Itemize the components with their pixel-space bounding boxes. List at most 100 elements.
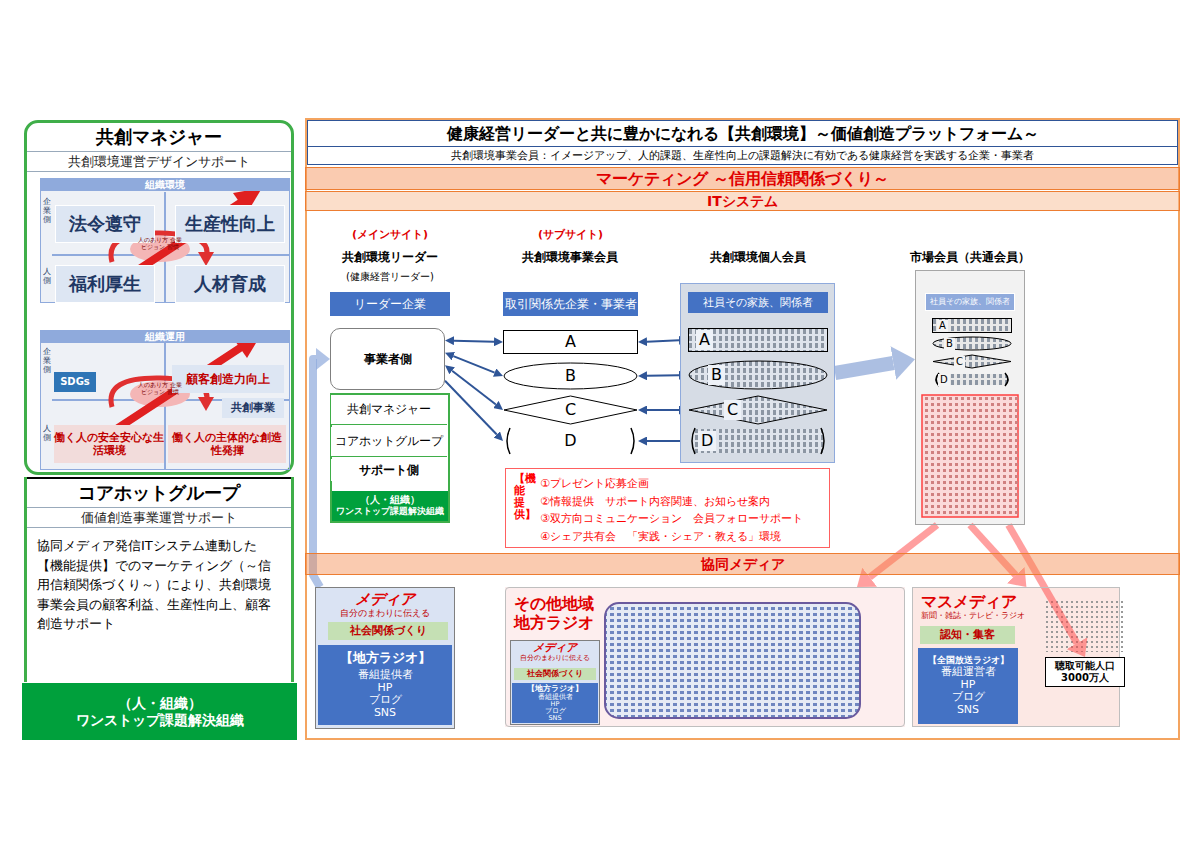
listener-grid — [605, 603, 860, 718]
node-text: 番組提供者 — [538, 694, 573, 701]
media-box: メディア自分のまわりに伝える社会関係づくり【地方ラジオ】番組提供者HPブログSN… — [510, 640, 600, 725]
arrow-head — [198, 397, 214, 411]
market-crowd — [922, 395, 1018, 517]
node-text: マスメディア — [921, 592, 1017, 611]
shape-fill — [504, 331, 638, 354]
node-text: 協同メディア発信ITシステム連動した【機能提供】でのマーケティング（～信用信頼関… — [27, 528, 291, 642]
side-label: 企業側 — [43, 348, 51, 374]
node-text: ③双方向コミュニケーション 会員フォローサポート — [540, 510, 825, 528]
connector-arrow — [452, 371, 496, 405]
bracket — [821, 428, 824, 454]
connector-arrow — [647, 340, 679, 341]
shape-fill — [933, 319, 1012, 333]
market-brackets: D — [932, 372, 1012, 387]
node-text: 共創環境運営デザインサポート — [27, 151, 291, 173]
shape-fill — [937, 374, 1007, 385]
arrow-head — [198, 252, 214, 266]
awareness-tag: 認知・集客 — [920, 626, 1015, 644]
node-text: 顧客創造力向上 — [186, 372, 270, 386]
node-text: 協同メディア — [701, 556, 785, 573]
node-text: 番組運営者 — [941, 666, 996, 679]
column-heading: 共創環境リーダー — [325, 250, 455, 264]
shape-fill — [504, 363, 637, 389]
node-text: ④シェア共有会 「実践・シェア・教える」環境 — [540, 528, 825, 546]
node-text: C — [954, 356, 965, 368]
node-text: 社員その家族、関係者 — [925, 293, 1015, 311]
node-text: （人・組織） — [332, 491, 448, 506]
node-text: 社会関係づくり — [350, 624, 427, 637]
shape-fill — [693, 429, 823, 453]
shape-fill — [689, 329, 828, 352]
node-text: HP — [551, 701, 560, 708]
mass-media-box: マスメディア新聞・雑誌・テレビ・ラジオ認知・集客【全国放送ラジオ】番組運営者HP… — [912, 587, 1120, 727]
shape-fill — [689, 396, 827, 424]
node-text: ITシステム — [707, 193, 778, 210]
connector-arrow — [454, 341, 494, 342]
shape-fill — [933, 337, 1011, 350]
shape-fill — [504, 363, 637, 389]
node-text: （人・組織） — [118, 695, 202, 712]
node-text: 【地方ラジオ】 — [340, 650, 431, 669]
node-text: 健康経営リーダーと共に豊かになれる【共創環境】～価値創造プラットフォーム～ — [307, 120, 1178, 147]
core-note: 人のあり方 企業ビジョン 習慣 — [137, 236, 183, 250]
site-tag: (サブサイト) — [503, 228, 638, 241]
quadrant-box: 働く人の安全安心な生活環境 — [54, 425, 164, 463]
member-rect: A — [503, 330, 638, 354]
market-rect: A — [932, 318, 1012, 333]
node-text: マーケティング ～信用信頼関係づくり～ — [596, 169, 890, 188]
radio-box: 【地方ラジオ】番組提供者HPブログSNS — [318, 645, 452, 725]
column-subheading: (健康経営リーダー) — [325, 271, 455, 283]
node-text: 共創マネジャー — [347, 402, 431, 416]
individual-diamond: C — [688, 395, 828, 425]
node-text: 共創環境事業会員：イメージアップ、人的課題、生産性向上の課題解決に有効である健康… — [307, 147, 1178, 165]
support-row: コアホットグループ — [331, 427, 447, 457]
side-label: 企業側 — [43, 198, 51, 224]
node-text: メディア — [355, 590, 415, 608]
region-ground — [505, 587, 905, 727]
node-text: サポート側 — [359, 463, 419, 477]
radio-box: 【地方ラジオ】番組提供者HPブログSNS — [512, 683, 598, 723]
connector-arrow — [1009, 525, 1077, 643]
column-heading: 共創環境個人会員 — [680, 250, 835, 264]
node-text: 【全国放送ラジオ】 — [928, 655, 1009, 666]
node-text: D — [564, 431, 576, 450]
market-crowd-dots — [922, 395, 1018, 517]
manager-panel: 共創マネジャー共創環境運営デザインサポート組織環境法令遵守生産性向上福利厚生人材… — [24, 120, 294, 475]
shape-outline — [932, 354, 1012, 369]
shape-fill — [689, 396, 827, 424]
partner-box: 取引関係先企業・事業者 — [503, 292, 638, 316]
node-text: 取引関係先企業・事業者 — [505, 297, 637, 311]
node-text: 価値創造事業運営サポート — [27, 507, 291, 529]
column-heading: 市場会員（共通会員） — [895, 250, 1045, 264]
node-text: C — [724, 400, 741, 419]
core-note: 人のあり方 企業ビジョン 習慣 — [137, 381, 183, 395]
shape-fill — [689, 329, 828, 352]
connector-arrow — [647, 374, 679, 377]
region-box: その他地域 地方ラジオメディア自分のまわりに伝える社会関係づくり【地方ラジオ】番… — [505, 587, 905, 727]
shape-fill — [689, 361, 827, 389]
node-text: ブログ — [545, 708, 566, 715]
shape-fill — [693, 429, 823, 453]
support-row: サポート側 — [331, 459, 447, 481]
shape-fill — [933, 319, 1012, 333]
node-text: ブログ — [369, 694, 402, 707]
individual-ellipse: B — [688, 360, 828, 390]
node-text: B — [944, 338, 955, 350]
function-box: 【機能提供】①プレゼント応募企画②情報提供 サポート内容関連、お知らせ案内③双方… — [505, 468, 830, 548]
node-text: ②情報提供 サポート内容関連、お知らせ案内 — [540, 493, 825, 511]
individual-brackets: D — [688, 427, 828, 455]
quadrant-box: 共創事業 — [222, 398, 284, 418]
node-text: A — [565, 332, 576, 351]
node-text: SNS — [548, 715, 561, 722]
node-text: SNS — [374, 707, 396, 720]
quadrant-box: 生産性向上 — [175, 205, 285, 243]
shape-fill — [933, 355, 1011, 368]
node-text: B — [708, 365, 725, 384]
node-text: D — [938, 374, 950, 386]
node-text: HP — [961, 679, 976, 692]
corehot-panel: コアホットグループ価値創造事業運営サポート協同メディア発信ITシステム連動した【… — [24, 477, 294, 682]
market-ground — [915, 270, 1025, 525]
marketing-band: マーケティング ～信用信頼関係づくり～ — [305, 167, 1180, 190]
shape-fill — [504, 396, 637, 424]
node-text: D — [698, 431, 716, 450]
